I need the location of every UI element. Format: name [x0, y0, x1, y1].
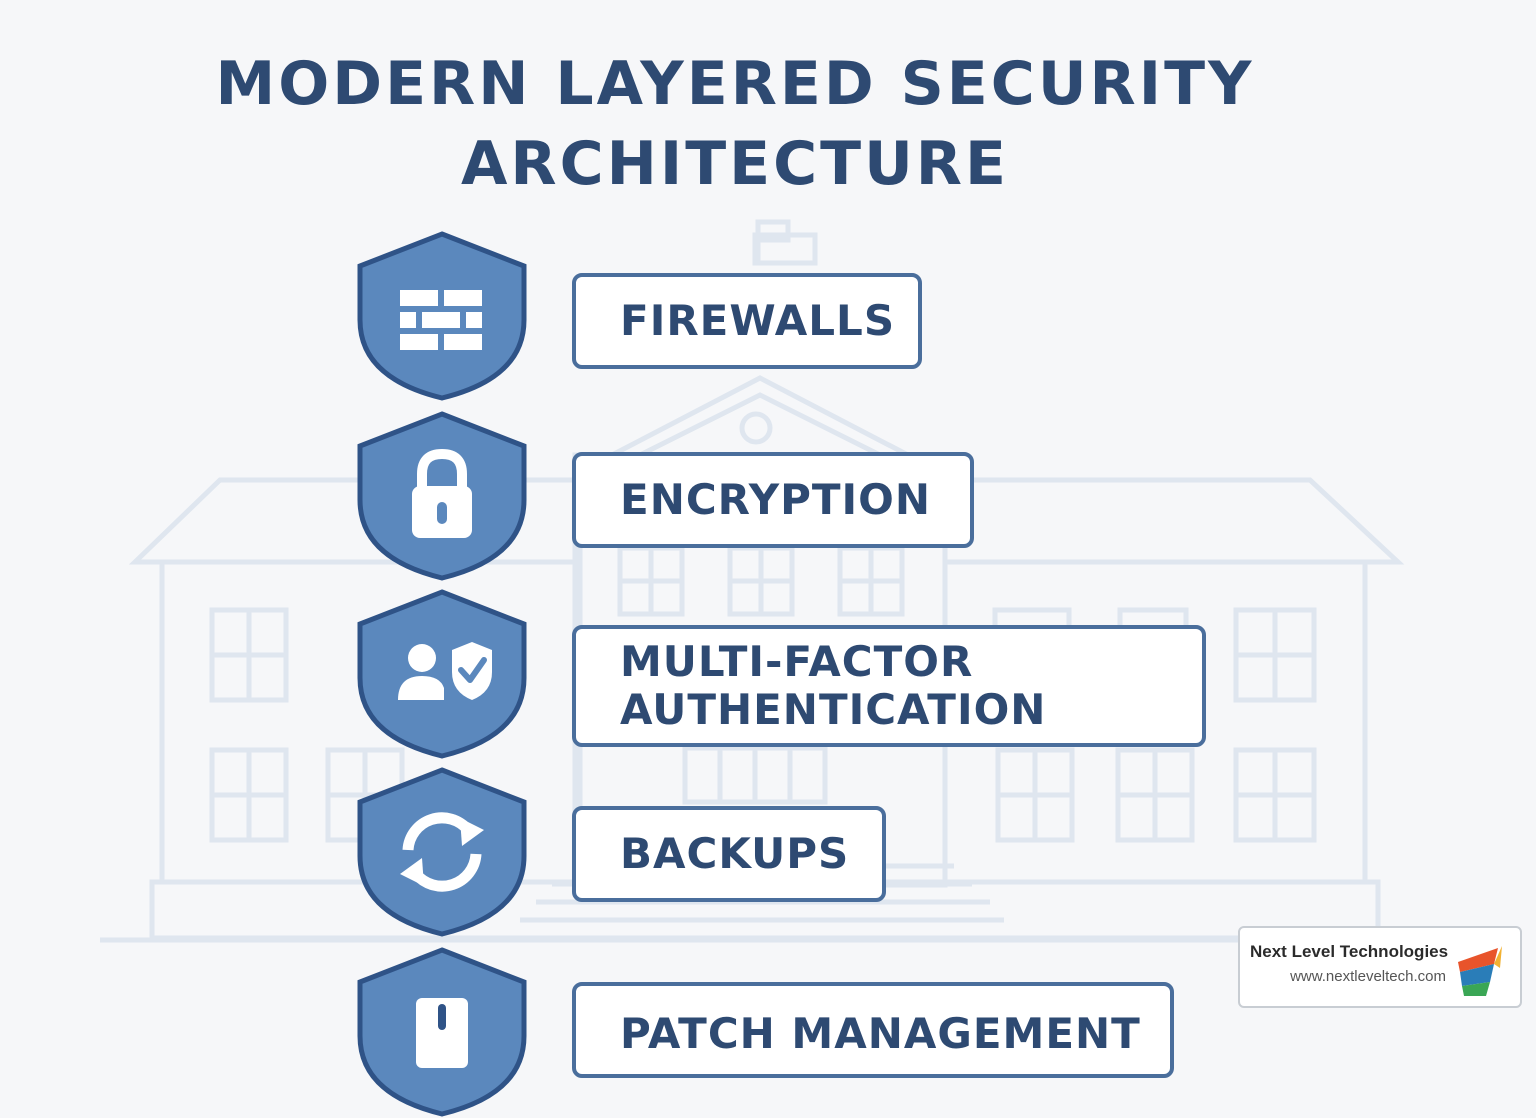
page-title-line-1: MODERN LAYERED SECURITY — [215, 49, 1255, 119]
layer-label: ENCRYPTION — [620, 475, 932, 524]
user-shield-check-icon — [356, 588, 528, 760]
company-name: Next Level Technologies — [1250, 942, 1449, 961]
nlt-logo-icon — [1458, 946, 1502, 996]
sync-arrows-icon — [356, 766, 528, 938]
layer-label-line-2: AUTHENTICATION — [620, 685, 1047, 734]
layer-label-line-1: MULTI-FACTOR — [620, 637, 974, 686]
page-title-line-2: ARCHITECTURE — [461, 129, 1009, 199]
layer-label: PATCH MANAGEMENT — [620, 1009, 1141, 1058]
layer-label: FIREWALLS — [620, 296, 896, 345]
layer-multi-factor-authentication: MULTI-FACTOR AUTHENTICATION — [572, 625, 1206, 747]
layer-firewalls: FIREWALLS — [572, 273, 922, 369]
company-badge[interactable]: Next Level Technologies www.nextleveltec… — [1238, 926, 1522, 1008]
company-url[interactable]: www.nextleveltech.com — [1290, 968, 1446, 985]
padlock-icon — [356, 410, 528, 582]
brick-wall-icon — [356, 230, 528, 402]
patch-icon — [356, 946, 528, 1118]
layer-patch-management: PATCH MANAGEMENT — [572, 982, 1174, 1078]
layer-label: BACKUPS — [620, 829, 850, 878]
layer-backups: BACKUPS — [572, 806, 886, 902]
layer-encryption: ENCRYPTION — [572, 452, 974, 548]
